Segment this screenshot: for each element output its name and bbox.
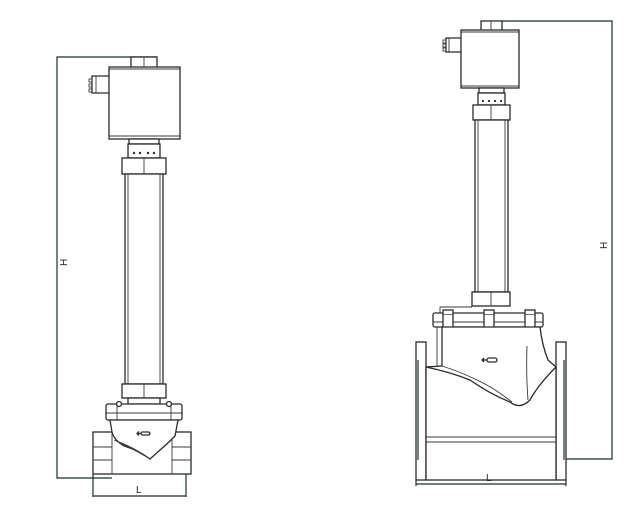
right-height-label: H (599, 242, 610, 249)
left-collar (127, 143, 161, 159)
right-valve: H (415, 20, 613, 486)
left-solenoid-coil (88, 66, 181, 140)
right-collar (477, 92, 506, 106)
right-upper-nut (472, 104, 511, 121)
right-height-dimension: H (502, 20, 613, 460)
right-inlet-flange (415, 341, 427, 481)
right-length-dimension: L (415, 473, 567, 486)
left-height-label: H (59, 259, 70, 266)
right-extension-tube (474, 119, 509, 293)
left-length-dimension: L (92, 474, 187, 497)
left-height-dimension: H (56, 56, 157, 479)
left-length-label: L (136, 485, 142, 496)
left-extension-tube (124, 173, 164, 385)
right-solenoid-coil (442, 29, 520, 89)
left-neck (128, 138, 160, 145)
left-flow-arrow-icon (136, 431, 151, 436)
right-length-label: L (486, 473, 492, 484)
left-valve: H (56, 56, 192, 497)
right-outlet-flange (555, 341, 567, 481)
right-neck (478, 87, 505, 94)
right-flow-arrow-icon (481, 357, 498, 363)
right-valve-body (425, 326, 557, 481)
left-valve-body (92, 419, 192, 475)
